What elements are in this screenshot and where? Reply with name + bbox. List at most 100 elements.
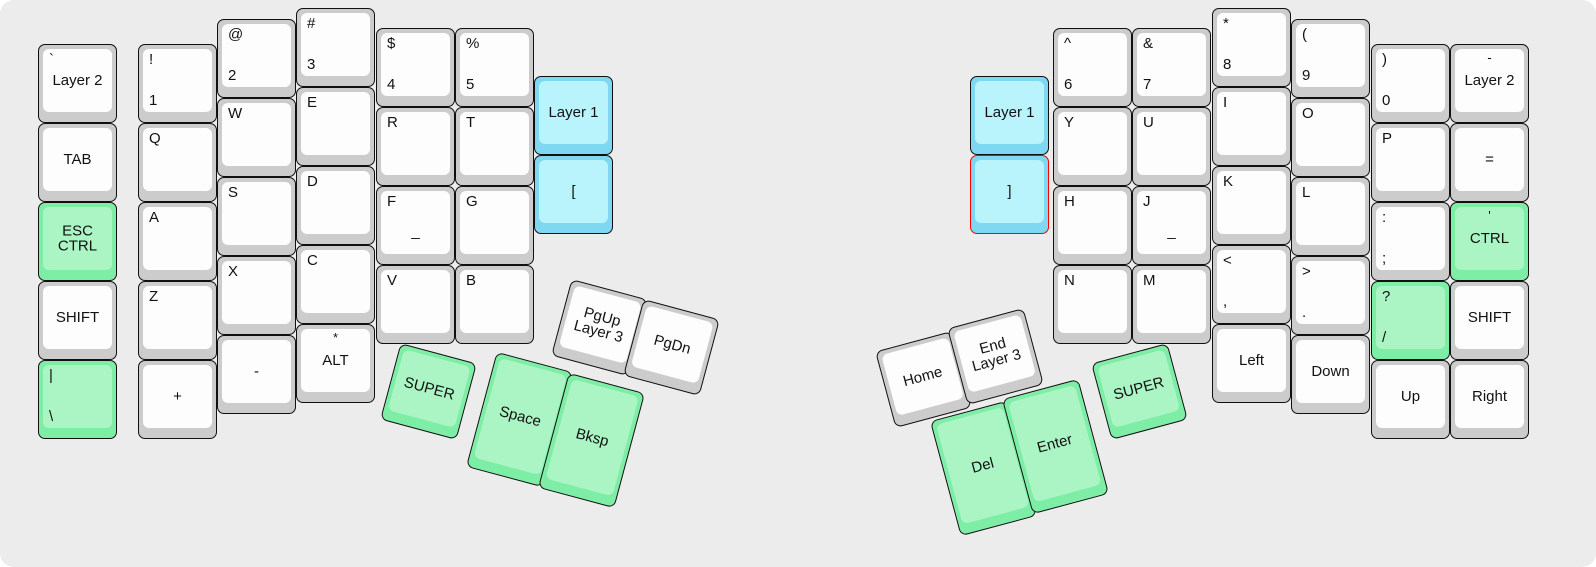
key-left-middle-e[interactable]: E [296,87,375,166]
key-right-inner-extra-layer1[interactable]: Layer 1 [970,76,1049,155]
key-right-index-inner-y[interactable]: Y [1053,107,1132,186]
keycap: ] [975,160,1044,223]
key-left-pinky-a[interactable]: A [138,202,217,281]
legend-top-left: S [228,184,239,201]
keycap: B [460,270,529,333]
keycap: ?/ [1376,286,1445,349]
legend-center: SUPER [402,373,457,404]
key-left-index-r[interactable]: R [376,107,455,186]
legend-bottom-left: / [1382,329,1387,347]
key-left-ring-x[interactable]: X [217,256,296,335]
legend-top-left: E [307,94,318,111]
legend-center: Home [901,362,945,390]
key-left-inner-extra-bracket-left[interactable]: [ [534,155,613,234]
key-left-pinky-outer-shift[interactable]: SHIFT [38,281,117,360]
keycap: Down [1296,340,1365,403]
key-right-pinky-outer-equals[interactable]: = [1450,123,1529,202]
keycap: SUPER [1097,349,1181,428]
key-right-ring-o[interactable]: O [1291,98,1370,177]
key-left-index-dollar-4[interactable]: $4 [376,28,455,107]
keycap: [ [539,160,608,223]
key-right-pinky-outer-quote-ctrl[interactable]: 'CTRL [1450,202,1529,281]
keycap: &7 [1137,33,1206,96]
key-right-index-inner-n[interactable]: N [1053,265,1132,344]
key-left-ring-w[interactable]: W [217,98,296,177]
keycap: SUPER [387,349,471,428]
legend-top-center: - [1487,50,1492,65]
key-right-middle-k[interactable]: K [1212,166,1291,245]
keycap: S [222,182,291,245]
keycap: P [1376,128,1445,191]
keycap: Left [1217,329,1286,392]
key-left-index-inner-b[interactable]: B [455,265,534,344]
key-right-pinky-question-slash[interactable]: ?/ [1371,281,1450,360]
key-left-index-inner-g[interactable]: G [455,186,534,265]
key-right-ring-greater-period[interactable]: >. [1291,256,1370,335]
legend-top-left: R [387,114,398,131]
key-right-index-inner-h[interactable]: H [1053,186,1132,265]
key-right-index-inner-caret-6[interactable]: ^6 [1053,28,1132,107]
key-right-ring-l[interactable]: L [1291,177,1370,256]
key-left-middle-c[interactable]: C [296,245,375,324]
legend-center: Layer 1 [984,103,1035,121]
legend-center: ESC CTRL [57,221,98,255]
key-right-index-j[interactable]: J_ [1132,186,1211,265]
keycap: (9 [1296,24,1365,87]
key-left-ring-at-2[interactable]: @2 [217,19,296,98]
key-left-pinky-outer-esc-ctrl[interactable]: ESC CTRL [38,202,117,281]
legend-top-left: & [1143,35,1154,52]
key-left-pinky-outer-pipe-backslash[interactable]: |\ [38,360,117,439]
key-left-pinky-outer-tab[interactable]: TAB [38,123,117,202]
key-left-index-inner-t[interactable]: T [455,107,534,186]
key-right-middle-i[interactable]: I [1212,87,1291,166]
keycap: |\ [43,365,112,428]
key-left-middle-hash-3[interactable]: #3 [296,8,375,87]
key-right-index-amp-7[interactable]: &7 [1132,28,1211,107]
key-left-thumb-super[interactable]: SUPER [380,343,477,440]
key-left-index-v[interactable]: V [376,265,455,344]
keycap: R [381,112,450,175]
key-right-pinky-outer-shift[interactable]: SHIFT [1450,281,1529,360]
legend-top-left: Y [1064,114,1075,131]
key-right-middle-less-comma[interactable]: <, [1212,245,1291,324]
legend-top-left: A [149,209,160,226]
key-right-middle-left[interactable]: Left [1212,324,1291,403]
key-left-index-inner-percent-5[interactable]: %5 [455,28,534,107]
key-right-pinky-p[interactable]: P [1371,123,1450,202]
keycap: Q [143,128,212,191]
legend-top-left: ? [1382,288,1391,305]
key-left-pinky-plus[interactable]: + [138,360,217,439]
legend-center: CTRL [1469,229,1510,247]
key-left-pinky-exclaim-1[interactable]: !1 [138,44,217,123]
legend-bottom-left: \ [49,408,54,426]
key-right-ring-paren-open-9[interactable]: (9 [1291,19,1370,98]
keycap: - [222,340,291,403]
key-left-inner-extra-layer1[interactable]: Layer 1 [534,76,613,155]
key-right-pinky-outer-minus-layer2[interactable]: -Layer 2 [1450,44,1529,123]
homerow-marker: _ [1167,223,1176,241]
legend-top-left: ^ [1064,35,1072,52]
key-right-pinky-colon-semi[interactable]: :; [1371,202,1450,281]
legend-center: Layer 2 [52,71,103,89]
keycap: !1 [143,49,212,112]
key-right-pinky-outer-right[interactable]: Right [1450,360,1529,439]
key-left-middle-d[interactable]: D [296,166,375,245]
keycap: F_ [381,191,450,254]
key-left-pinky-z[interactable]: Z [138,281,217,360]
key-right-index-m[interactable]: M [1132,265,1211,344]
key-right-thumb-super[interactable]: SUPER [1091,343,1188,440]
key-left-pinky-outer-grave-layer2[interactable]: `Layer 2 [38,44,117,123]
key-left-middle-star-alt[interactable]: *ALT [296,324,375,403]
key-left-index-f[interactable]: F_ [376,186,455,265]
key-right-pinky-up[interactable]: Up [1371,360,1450,439]
key-right-middle-star-8[interactable]: *8 [1212,8,1291,87]
key-right-index-u[interactable]: U [1132,107,1211,186]
key-right-ring-down[interactable]: Down [1291,335,1370,414]
legend-top-left: * [1223,15,1229,32]
key-right-pinky-paren-close-0[interactable]: )0 [1371,44,1450,123]
key-right-inner-extra-bracket-right[interactable]: ] [970,155,1049,234]
key-left-ring-minus[interactable]: - [217,335,296,414]
key-left-pinky-q[interactable]: Q [138,123,217,202]
key-left-ring-s[interactable]: S [217,177,296,256]
